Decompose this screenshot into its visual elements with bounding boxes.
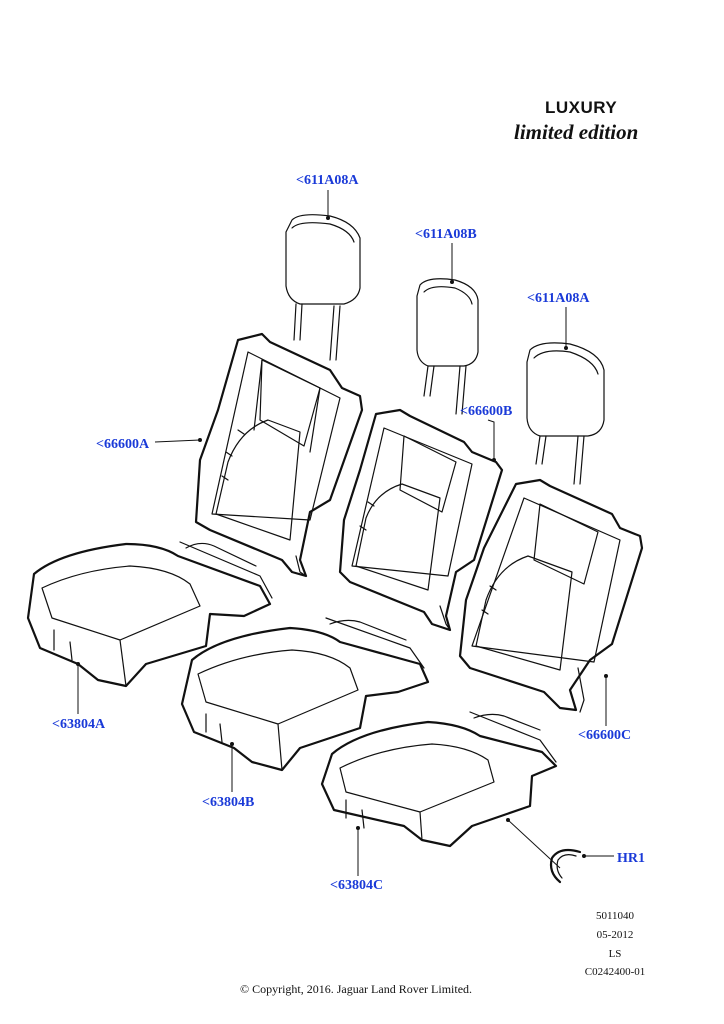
headrest-right[interactable] <box>526 342 605 485</box>
callout-cushion-right[interactable]: <63804C <box>330 878 384 893</box>
callout-headrest-right[interactable]: <611A08A <box>527 291 590 306</box>
callout-cushion-left[interactable]: <63804A <box>52 717 106 732</box>
backrest-left[interactable] <box>194 332 364 578</box>
callout-backrest-center[interactable]: <66600B <box>460 404 513 419</box>
callout-cushion-center[interactable]: <63804B <box>202 795 255 810</box>
leader-lines <box>76 190 614 876</box>
ref-number: 5011040 <box>595 910 635 922</box>
ref-region: LS <box>608 948 622 960</box>
copyright-notice: © Copyright, 2016. Jaguar Land Rover Lim… <box>239 982 473 996</box>
backrest-right[interactable] <box>458 478 644 713</box>
hog-ring-clip[interactable] <box>549 848 582 884</box>
illustration-code: C0242400-01 <box>584 966 646 978</box>
headrest-center[interactable] <box>416 278 479 415</box>
ref-date: 05-2012 <box>596 929 634 941</box>
callout-headrest-left[interactable]: <611A08A <box>296 173 359 188</box>
callout-backrest-right[interactable]: <66600C <box>578 728 632 743</box>
cushion-center[interactable] <box>180 617 430 772</box>
cushion-right[interactable] <box>320 711 558 848</box>
trim-subtitle: limited edition <box>514 120 639 144</box>
headrest-left[interactable] <box>285 214 361 361</box>
callout-backrest-left[interactable]: <66600A <box>96 437 150 452</box>
backrest-center[interactable] <box>338 408 504 632</box>
cushion-left[interactable] <box>26 541 273 688</box>
callout-clip[interactable]: HR1 <box>617 851 645 866</box>
trim-title: LUXURY <box>545 98 618 117</box>
callout-headrest-center[interactable]: <611A08B <box>415 227 477 242</box>
